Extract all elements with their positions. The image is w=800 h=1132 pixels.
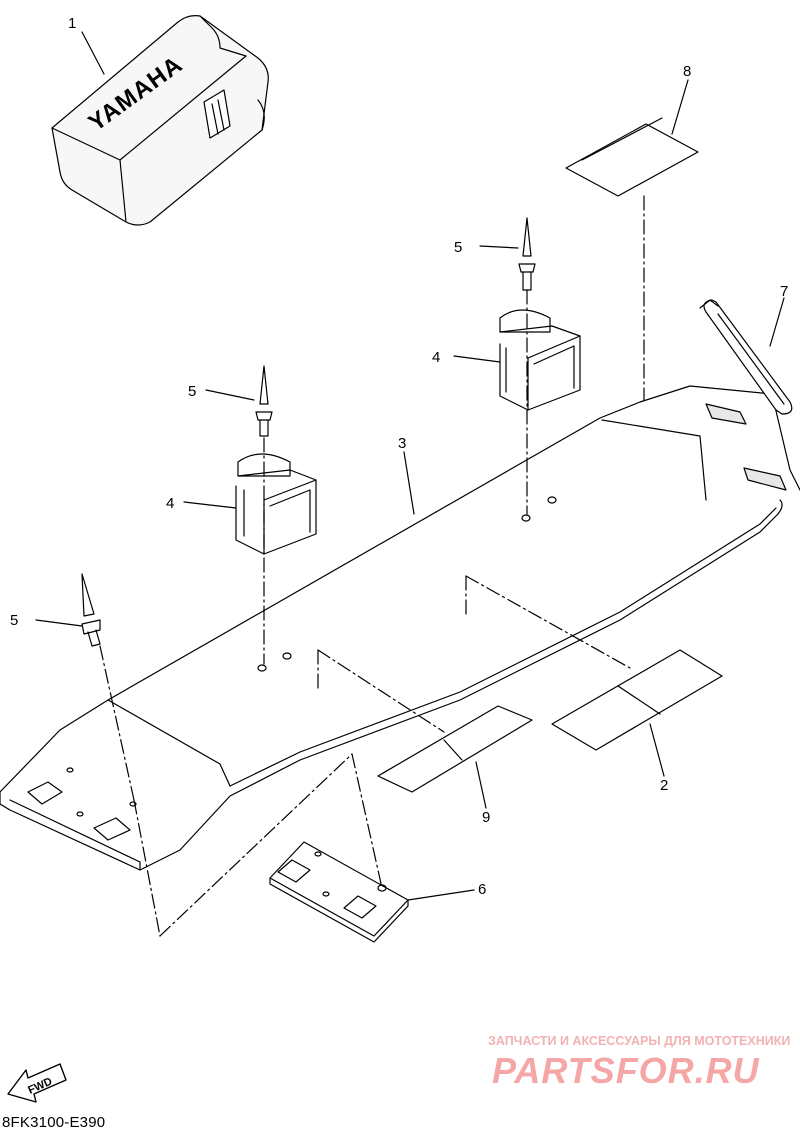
rivet-part-5-c: [81, 573, 101, 647]
callout-5-left: 5: [10, 612, 18, 629]
callout-3: 3: [398, 435, 406, 452]
rivet-part-5-a: [255, 365, 273, 437]
leaders: [35, 79, 785, 901]
assembly-lines: [99, 195, 645, 937]
callout-1: 1: [68, 15, 76, 32]
leader-1: [81, 31, 105, 75]
callout-7: 7: [780, 283, 788, 300]
callout-5-top: 5: [454, 239, 462, 256]
tray-part-3: [0, 385, 800, 871]
label-part-2: [551, 649, 723, 751]
bracket-part-4-left: [235, 453, 317, 555]
label-part-9: [377, 705, 533, 793]
leader-3: [403, 451, 415, 515]
callout-4-left: 4: [166, 495, 174, 512]
cover-part-1: [51, 15, 269, 226]
watermark-logo: PARTSFOR.RU: [492, 1050, 760, 1091]
callout-9: 9: [482, 809, 490, 826]
label-part-8: [565, 117, 699, 197]
fwd-arrow-icon: [7, 1063, 67, 1103]
callout-5-mid: 5: [188, 383, 196, 400]
strap-part-7: [699, 299, 793, 415]
watermark-tagline: ЗАПЧАСТИ И АКСЕССУАРЫ ДЛЯ МОТОТЕХНИКИ: [488, 1034, 791, 1048]
callout-8: 8: [683, 63, 691, 80]
plate-part-6: [269, 841, 409, 943]
callout-2: 2: [660, 777, 668, 794]
bracket-part-4-right: [499, 309, 581, 411]
callout-4-right: 4: [432, 349, 440, 366]
diagram-code: 8FK3100-E390: [2, 1114, 106, 1131]
callout-6: 6: [478, 881, 486, 898]
rivet-part-5-b: [518, 217, 536, 291]
